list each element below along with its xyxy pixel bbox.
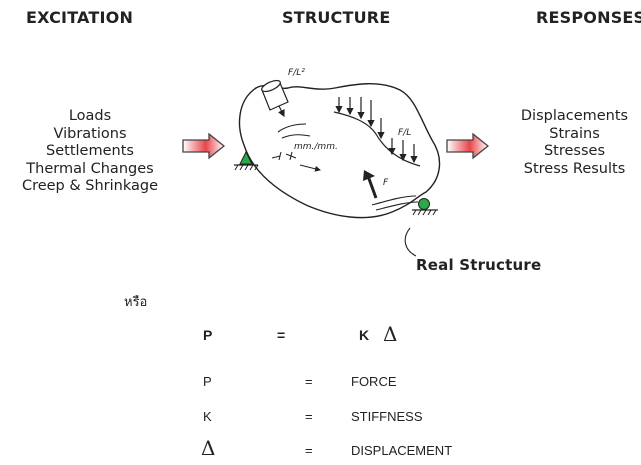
excitation-item: Creep & Shrinkage: [21, 178, 159, 194]
or-text: หรือ: [124, 295, 148, 310]
response-item: Stresses: [543, 143, 606, 159]
structure-outline: [238, 83, 441, 219]
real-structure-leader: [404, 227, 417, 257]
equation-lhs: P: [203, 327, 213, 343]
response-item: Strains: [549, 125, 600, 142]
header-structure: STRUCTURE: [282, 8, 391, 27]
real-structure-label: Real Structure: [416, 256, 542, 274]
header-responses: RESPONSES: [536, 8, 641, 27]
output-arrow-icon: [446, 132, 490, 160]
equation-k: K: [359, 327, 370, 343]
equation-equals: =: [277, 327, 286, 343]
definition-symbol: Δ: [201, 436, 216, 460]
definition-symbol: K: [203, 409, 212, 424]
distributed-load-arrows: [333, 97, 421, 167]
pressure-load-icon: [261, 79, 289, 118]
roller-support-icon: [412, 198, 438, 216]
definition-equals: =: [305, 443, 313, 458]
excitation-list: Loads Vibrations Settlements Thermal Cha…: [10, 108, 170, 196]
point-force-arrow-icon: [363, 170, 378, 199]
strain-marks: [271, 123, 321, 172]
pressure-load-label: F/L²: [288, 68, 305, 78]
excitation-item: Loads: [68, 108, 112, 124]
definition-equals: =: [305, 409, 313, 424]
responses-list: Displacements Strains Stresses Stress Re…: [512, 108, 637, 178]
excitation-item: Vibrations: [53, 125, 127, 142]
definition-equals: =: [305, 374, 313, 389]
definition-symbol: P: [203, 374, 212, 389]
pin-support-icon: [234, 150, 259, 171]
excitation-item: Settlements: [46, 143, 134, 159]
excitation-item: Thermal Changes: [26, 160, 154, 177]
response-item: Displacements: [520, 108, 629, 124]
input-arrow-icon: [182, 132, 226, 160]
definition-meaning: DISPLACEMENT: [351, 443, 453, 458]
strain-label: mm./mm.: [294, 142, 338, 152]
header-excitation: EXCITATION: [26, 8, 134, 27]
equation-delta: Δ: [383, 322, 398, 346]
distributed-load-label: F/L: [398, 128, 412, 138]
point-force-label: F: [383, 178, 389, 188]
definition-meaning: STIFFNESS: [351, 409, 423, 424]
reaction-lines: [371, 195, 419, 211]
definition-meaning: FORCE: [351, 374, 397, 389]
response-item: Stress Results: [523, 160, 626, 177]
